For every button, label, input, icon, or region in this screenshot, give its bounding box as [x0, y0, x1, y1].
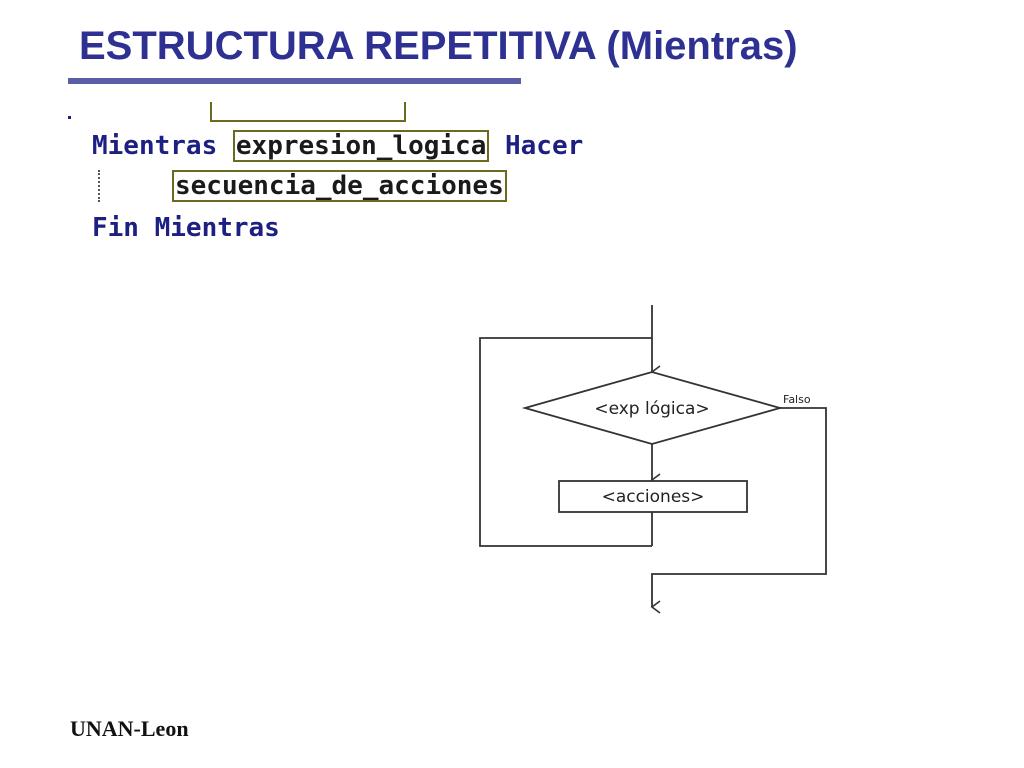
bullet-dot — [68, 116, 71, 119]
keyword-hacer: Hacer — [505, 131, 584, 161]
pseudocode-line-body: secuencia_de_acciones — [172, 170, 507, 202]
pseudocode-line-fin: Fin Mientras — [92, 212, 280, 244]
keyword-fin-mientras: Fin Mientras — [92, 213, 280, 243]
footer-institution: UNAN-Leon — [70, 716, 189, 741]
while-flowchart: <exp lógica> <acciones> Falso — [479, 305, 827, 614]
action-label: <acciones> — [602, 487, 705, 507]
decision-label: <exp lógica> — [594, 399, 709, 419]
actions-box: secuencia_de_acciones — [172, 170, 507, 202]
false-exit-arrow — [650, 407, 827, 614]
false-label: Falso — [783, 393, 811, 406]
title-underline — [68, 78, 521, 84]
action-box — [558, 480, 748, 513]
indent-guide — [98, 170, 100, 202]
slide-title: ESTRUCTURA REPETITIVA (Mientras) — [79, 24, 798, 68]
cropped-box-fragment — [210, 102, 406, 122]
keyword-mientras: Mientras — [92, 131, 218, 161]
condition-box: expresion_logica — [232, 130, 490, 162]
pseudocode-block: Mientras expresion_logica Hacer secuenci… — [62, 100, 702, 250]
pseudocode-line-mientras: Mientras expresion_logica Hacer — [92, 130, 583, 162]
loop-back-line — [479, 337, 652, 547]
